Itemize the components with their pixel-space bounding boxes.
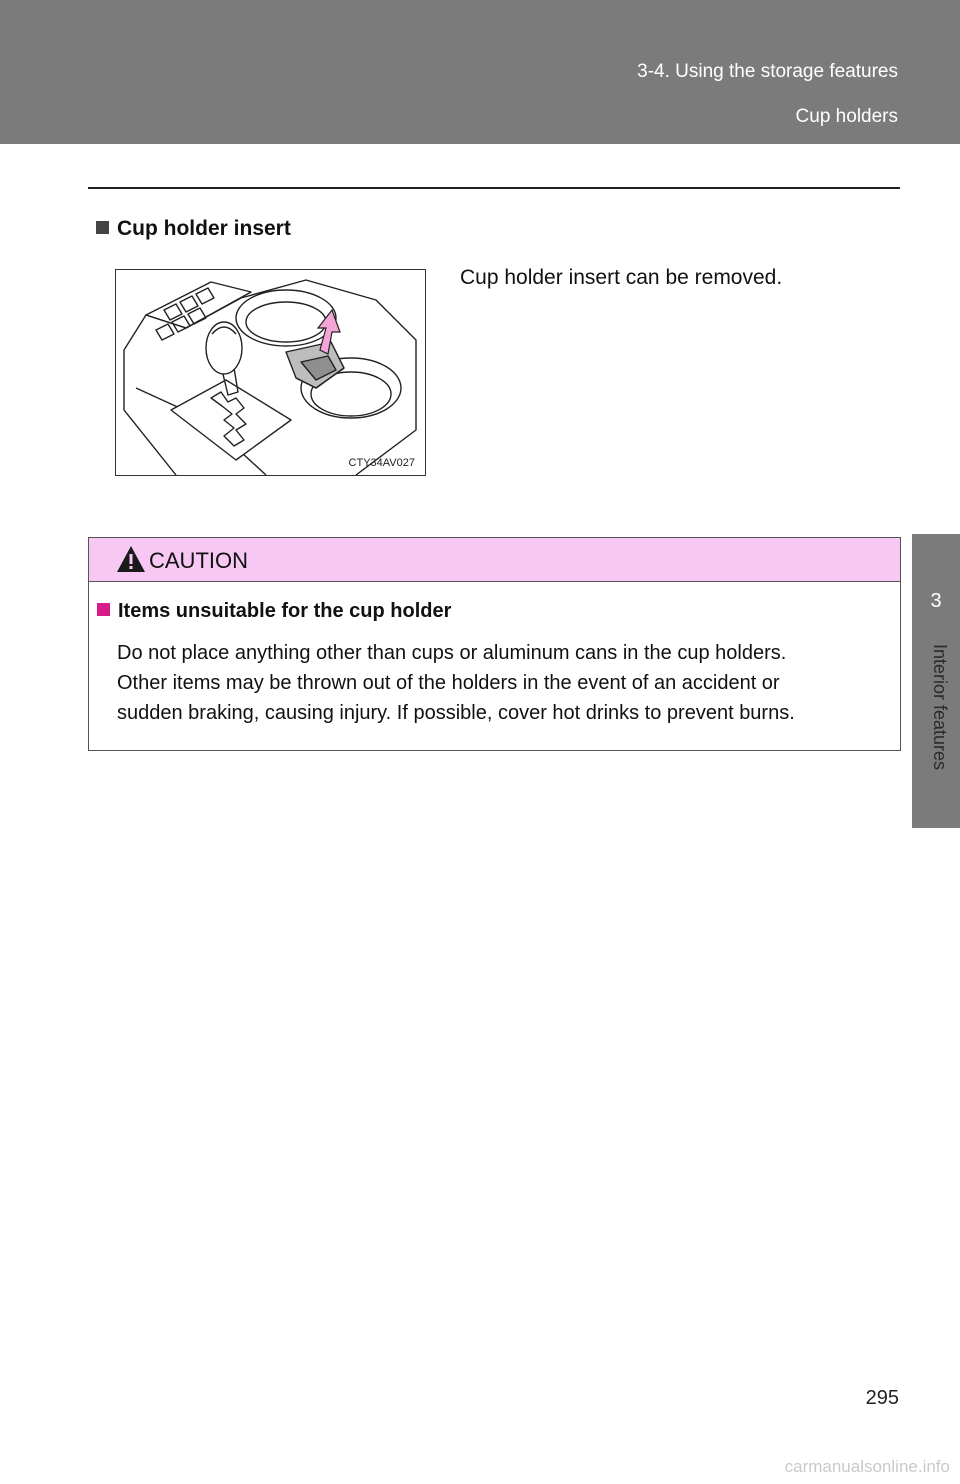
figure-code: CTY34AV027 bbox=[348, 457, 415, 469]
caution-line: Other items may be thrown out of the hol… bbox=[117, 672, 780, 694]
warning-triangle-icon bbox=[117, 546, 145, 572]
cup-holder-illustration: CTY34AV027 bbox=[115, 269, 426, 476]
console-drawing-icon bbox=[123, 279, 417, 475]
subheading-text: Cup holder insert bbox=[117, 217, 291, 240]
section-subheading: Cup holder insert bbox=[96, 217, 291, 241]
square-bullet-icon bbox=[96, 221, 109, 234]
page-header: 3-4. Using the storage features Cup hold… bbox=[0, 0, 960, 144]
watermark-text: carmanualsonline.info bbox=[784, 1457, 950, 1476]
caution-line: sudden braking, causing injury. If possi… bbox=[117, 702, 795, 724]
caution-title: CAUTION bbox=[149, 548, 248, 573]
caution-body: Do not place anything other than cups or… bbox=[117, 638, 889, 728]
page-number: 295 bbox=[865, 1387, 899, 1409]
caution-box: CAUTION Items unsuitable for the cup hol… bbox=[88, 537, 901, 751]
caution-header: CAUTION bbox=[89, 538, 900, 582]
caution-line: Do not place anything other than cups or… bbox=[117, 642, 787, 664]
figure-caption: Cup holder insert can be removed. bbox=[460, 266, 783, 289]
chapter-number: 3 bbox=[930, 590, 942, 612]
caution-subheading-text: Items unsuitable for the cup holder bbox=[118, 600, 452, 622]
header-section-title: 3-4. Using the storage features bbox=[637, 61, 898, 82]
section-divider bbox=[88, 187, 900, 189]
chapter-side-tab: 3 Interior features bbox=[912, 534, 960, 828]
caution-subheading: Items unsuitable for the cup holder bbox=[97, 600, 451, 623]
square-bullet-icon bbox=[97, 603, 110, 616]
chapter-title: Interior features bbox=[930, 644, 950, 771]
header-topic-title: Cup holders bbox=[795, 106, 898, 127]
